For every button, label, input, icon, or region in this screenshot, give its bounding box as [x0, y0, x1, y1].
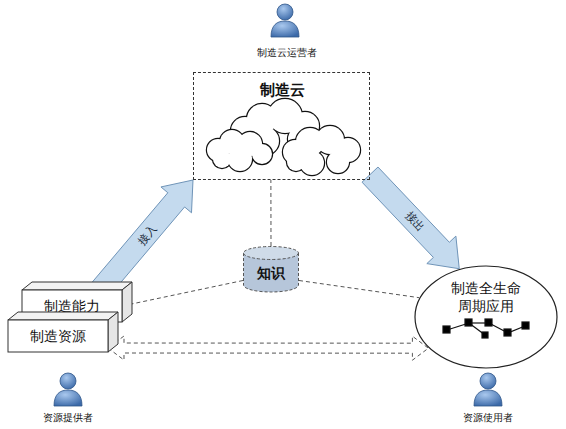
- cloud-fill: [207, 130, 272, 171]
- cloud-outline: [283, 126, 360, 175]
- node-label: 制造资源: [8, 327, 108, 345]
- workflow-node: [443, 326, 450, 333]
- application-ellipse: 制造全生命周期应用: [414, 265, 558, 369]
- workflow-line: [469, 322, 489, 323]
- node-text-block: 制造云: [194, 79, 371, 101]
- workflow-node: [485, 319, 492, 326]
- dashed-double-arrow: [108, 336, 428, 360]
- workflow-line: [489, 323, 508, 333]
- workflow-line: [469, 323, 485, 335]
- role-label: 资源使用者: [463, 411, 513, 425]
- cloud-platform-box: 制造云: [193, 72, 370, 180]
- node-label: 制造全生命周期应用: [450, 279, 522, 315]
- box-side-face: [122, 282, 132, 322]
- box-top-face: [8, 312, 118, 320]
- dashed-link: [299, 281, 419, 298]
- ellipse-shape: [415, 266, 557, 368]
- workflow-node: [482, 332, 488, 338]
- role-label: 制造云运营者: [257, 46, 317, 60]
- block-arrow: [92, 180, 193, 297]
- node-text-block: 制造资源: [8, 320, 108, 352]
- role-label: 资源提供者: [43, 411, 93, 425]
- cloud-fill: [231, 99, 319, 155]
- workflow-node: [522, 322, 529, 329]
- node-label: 制造云: [194, 81, 371, 100]
- resource-box: 制造资源: [8, 320, 108, 352]
- cloud-fill: [283, 126, 360, 175]
- dashed-link: [270, 180, 271, 246]
- person-icon: [54, 373, 82, 406]
- workflow-line: [447, 323, 469, 330]
- cloud-outline: [231, 99, 319, 155]
- node-text-block: 制造全生命周期应用: [450, 277, 522, 317]
- block-arrow: [362, 167, 459, 269]
- workflow-node: [465, 319, 472, 326]
- box-top-face: [22, 282, 132, 290]
- workflow-line: [508, 326, 525, 333]
- workflow-symbol: [443, 319, 529, 338]
- cloud-illustration: [207, 99, 360, 175]
- box-side-face: [108, 312, 118, 352]
- cylinder-top: [244, 247, 299, 260]
- knowledge-cylinder: 知识: [243, 246, 299, 292]
- node-text-block: 知识: [243, 253, 299, 292]
- dashed-link: [122, 281, 243, 307]
- person-icon: [271, 4, 299, 37]
- person-icon: [474, 373, 502, 406]
- workflow-node: [504, 329, 511, 336]
- box-front-face: [8, 320, 108, 352]
- cloud-outline: [207, 130, 272, 171]
- node-label: 知识: [243, 264, 299, 282]
